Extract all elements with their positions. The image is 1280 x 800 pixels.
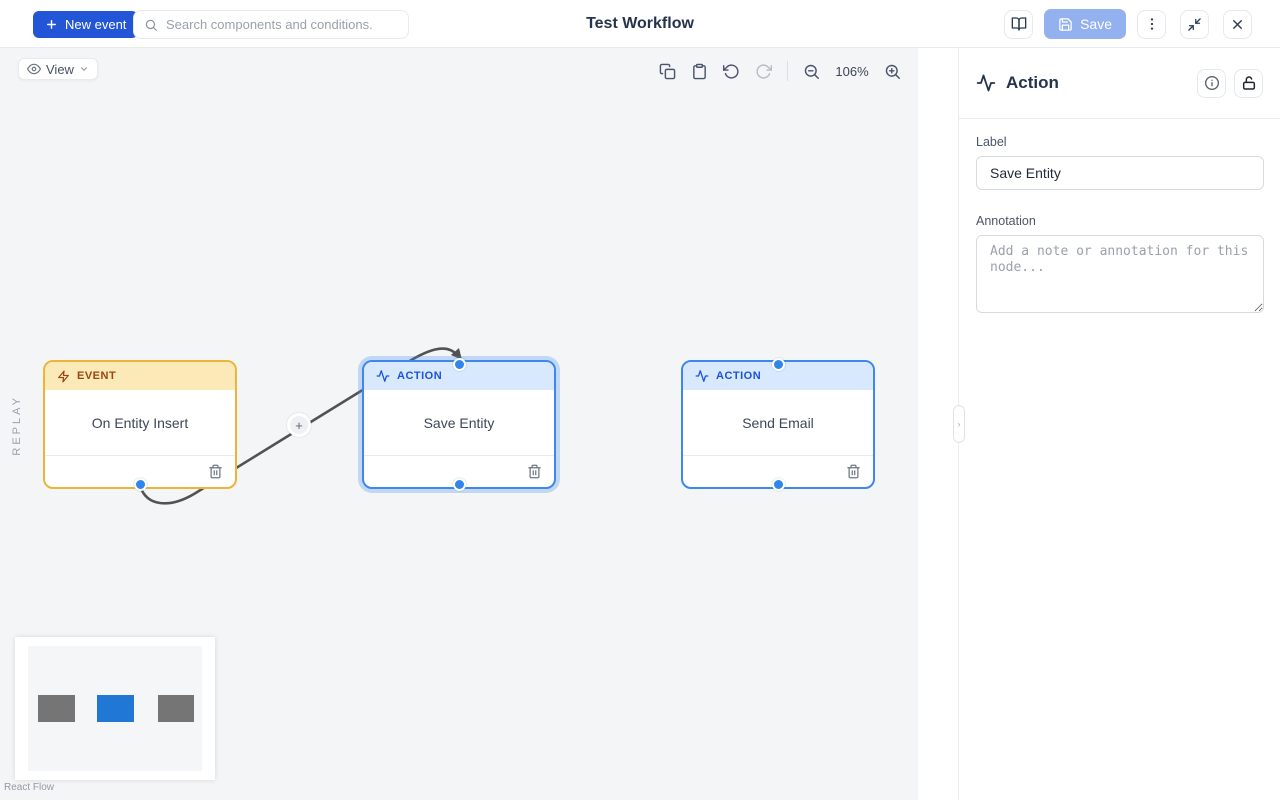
canvas-toolbar: 106% <box>659 61 901 81</box>
node-type-badge: ACTION <box>397 370 443 382</box>
node-header: EVENT <box>45 362 235 390</box>
top-bar: New event Test Workflow Save <box>0 0 1280 48</box>
chevron-down-icon <box>80 67 87 71</box>
zoom-level: 106% <box>835 63 869 79</box>
node-detail-panel: Action Label Annotation <box>958 48 1280 800</box>
flow-canvas[interactable]: View 106% <box>0 48 918 800</box>
undo-icon <box>723 63 739 79</box>
trash-icon[interactable] <box>208 464 223 479</box>
book-icon <box>1011 17 1026 31</box>
unlock-icon <box>1242 76 1255 90</box>
annotation-textarea[interactable] <box>976 235 1264 313</box>
edge-add-node-button[interactable]: + <box>287 413 311 437</box>
new-event-button[interactable]: New event <box>33 11 139 38</box>
minimap-node-save-entity <box>97 695 134 722</box>
search-icon <box>145 19 157 31</box>
react-flow-attribution: React Flow <box>4 782 55 793</box>
lock-button[interactable] <box>1234 68 1263 98</box>
panel-header: Action <box>959 48 1280 119</box>
panel-body: Label Annotation <box>959 119 1280 334</box>
clipboard-icon <box>693 63 706 79</box>
source-handle[interactable] <box>452 478 466 491</box>
save-button[interactable]: Save <box>1044 9 1126 39</box>
copy-icon <box>659 63 676 79</box>
node-footer <box>683 455 873 487</box>
trash-icon[interactable] <box>527 464 542 479</box>
target-handle[interactable] <box>452 358 466 371</box>
close-icon <box>1233 19 1242 29</box>
plus-icon <box>47 20 56 29</box>
chevron-right-icon: › <box>957 419 961 429</box>
activity-icon <box>376 370 390 382</box>
activity-icon <box>976 74 996 92</box>
replay-drawer-collapsed <box>918 48 958 800</box>
source-handle[interactable] <box>133 478 147 491</box>
view-menu-label: View <box>46 61 74 77</box>
node-label: On Entity Insert <box>91 414 189 431</box>
save-label: Save <box>1080 16 1112 32</box>
label-input[interactable] <box>976 156 1264 190</box>
node-type-badge: EVENT <box>77 370 117 382</box>
minimap-node-send-email <box>158 695 194 722</box>
view-menu-button[interactable]: View <box>18 58 98 80</box>
target-handle[interactable] <box>771 358 785 371</box>
minimap[interactable] <box>15 637 215 780</box>
node-save-entity[interactable]: ACTION Save Entity <box>362 358 556 491</box>
main-area: View 106% <box>0 48 1280 800</box>
close-button[interactable] <box>1223 9 1252 39</box>
node-on-entity-insert[interactable]: EVENT On Entity Insert <box>43 360 237 491</box>
node-label: Save Entity <box>423 414 495 431</box>
kebab-menu-icon <box>1150 18 1153 30</box>
undo-button[interactable] <box>723 63 740 80</box>
panel-collapse-handle[interactable]: › <box>953 405 965 443</box>
zoom-out-icon <box>804 64 819 79</box>
node-footer <box>364 455 554 487</box>
redo-button[interactable] <box>755 63 772 80</box>
redo-icon <box>756 63 772 79</box>
zoom-out-button[interactable] <box>803 63 820 80</box>
paste-button[interactable] <box>691 63 708 80</box>
minimize-button[interactable] <box>1180 9 1209 39</box>
docs-button[interactable] <box>1004 9 1034 39</box>
info-button[interactable] <box>1197 68 1226 98</box>
minimize-icon <box>1188 17 1201 31</box>
edge-add-label: + <box>295 417 303 433</box>
node-label: Send Email <box>742 414 814 431</box>
topbar-actions: Save <box>1004 0 1252 48</box>
annotation-field-label: Annotation <box>976 214 1036 228</box>
toolbar-divider <box>787 61 788 81</box>
trash-icon[interactable] <box>846 464 861 479</box>
replay-label: REPLAY <box>11 395 23 456</box>
label-field-label: Label <box>976 135 1007 149</box>
copy-button[interactable] <box>659 63 676 80</box>
node-type-badge: ACTION <box>716 370 762 382</box>
lightning-icon <box>58 369 69 383</box>
node-send-email[interactable]: ACTION Send Email <box>681 358 875 491</box>
search-box[interactable] <box>133 10 409 39</box>
activity-icon <box>695 370 709 382</box>
info-icon <box>1204 76 1219 90</box>
panel-title: Action <box>1006 73 1059 92</box>
more-options-button[interactable] <box>1137 9 1166 39</box>
source-handle[interactable] <box>771 478 785 491</box>
panel-header-actions <box>1197 68 1263 98</box>
minimap-node-event <box>38 695 75 722</box>
search-input[interactable] <box>166 17 398 32</box>
zoom-in-icon <box>885 64 900 79</box>
eye-icon <box>27 63 41 75</box>
zoom-in-button[interactable] <box>884 63 901 80</box>
new-event-label: New event <box>65 17 127 32</box>
save-icon <box>1059 17 1072 31</box>
